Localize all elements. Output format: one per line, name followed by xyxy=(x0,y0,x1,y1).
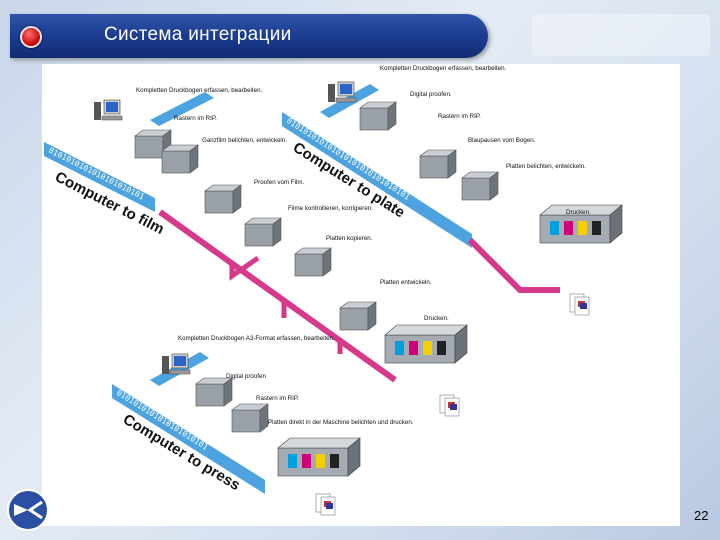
film-lightbox xyxy=(244,217,282,247)
press-direct-imaging-press xyxy=(277,437,361,477)
press-proofer xyxy=(195,377,233,407)
film-plateprocessor xyxy=(339,301,377,331)
film-label-8: Drucken. xyxy=(424,315,449,322)
slide-title: Система интеграции xyxy=(104,24,292,45)
plate-proofer xyxy=(359,101,397,131)
plate-label-5: Platten belichten, entwickeln. xyxy=(506,163,586,170)
company-logo-icon xyxy=(7,489,49,531)
plate-printed-sheets xyxy=(569,293,590,316)
plate-label-1: Kompletten Druckbogen erfassen, bearbeit… xyxy=(380,65,507,72)
plate-label-2: Digital proofen. xyxy=(410,91,452,98)
film-imagesetter xyxy=(161,144,199,174)
page-number: 22 xyxy=(694,508,709,523)
plate-label-3: Rastern im RIP. xyxy=(438,113,481,120)
film-label-5: Filme kontrollieren, korrigieren. xyxy=(288,205,373,212)
press-label-2: Digital proofen xyxy=(226,373,266,380)
press-label-3: Rastern im RIP. xyxy=(256,395,299,402)
film-platecopier xyxy=(294,247,332,277)
press-computer xyxy=(161,353,191,375)
film-label-1: Kompletten Druckbogen erfassen, bearbeit… xyxy=(136,87,263,94)
press-label-4: Platten direkt in der Maschine belichten… xyxy=(268,419,414,426)
film-label-2: Rastern im RIP. xyxy=(174,115,217,122)
press-rip-device xyxy=(231,403,269,433)
press-label-1: Kompletten Druckbogen A3-Format erfassen… xyxy=(178,335,335,342)
plate-platesetter xyxy=(461,171,499,201)
plate-label-4: Blaupausen vom Bogen. xyxy=(468,137,536,144)
film-label-3: Ganzfilm belichten, entwickeln. xyxy=(202,137,287,144)
film-proofer xyxy=(204,184,242,214)
film-label-6: Platten kopieren. xyxy=(326,235,373,242)
film-flow-line xyxy=(158,209,397,383)
plate-blueprint-device xyxy=(419,149,457,179)
plate-flow-line xyxy=(467,237,560,293)
film-computer xyxy=(93,99,123,121)
header-decoration xyxy=(532,14,710,56)
title-bar xyxy=(10,14,488,58)
film-label-4: Proofen vom Film. xyxy=(254,179,304,186)
press-printed-sheets xyxy=(315,493,336,516)
plate-computer xyxy=(327,81,357,103)
bullet-icon xyxy=(20,26,42,48)
film-press xyxy=(384,324,468,364)
film-label-7: Platten entwickeln. xyxy=(380,279,432,286)
plate-label-6: Drucken. xyxy=(566,209,591,216)
press-heading: Computer to press xyxy=(120,411,243,494)
film-printed-sheets xyxy=(439,394,460,417)
